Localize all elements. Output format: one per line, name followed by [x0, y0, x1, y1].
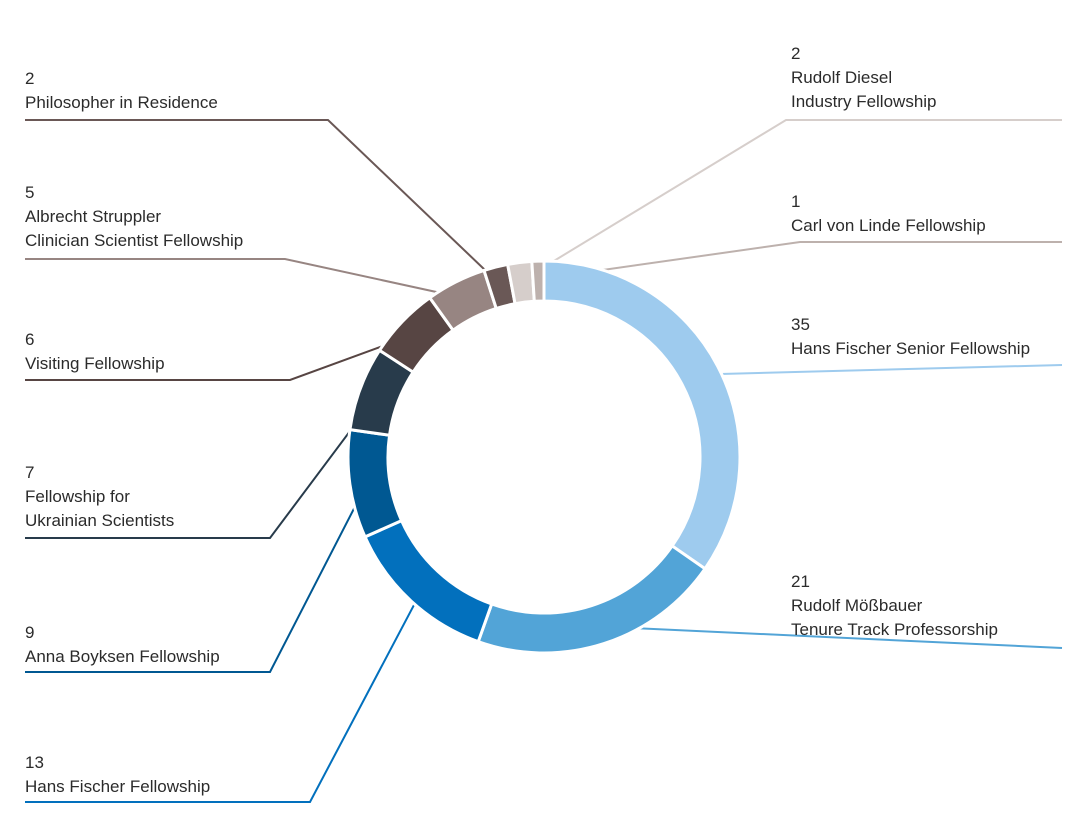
slice-name-label: Hans Fischer Fellowship	[25, 777, 210, 796]
leader-line	[598, 625, 1063, 649]
leader-line	[701, 364, 1063, 376]
leader-line	[25, 394, 379, 539]
slice-name-label: Fellowship for	[25, 487, 130, 506]
donut-slice	[530, 259, 546, 303]
slice-value-label: 13	[25, 753, 44, 772]
donut-slice	[542, 259, 742, 571]
donut-slice	[363, 519, 494, 644]
slice-value-label: 7	[25, 463, 34, 482]
slice-name-label: Rudolf Diesel	[791, 68, 892, 87]
slice-value-label: 9	[25, 623, 34, 642]
leader-line	[25, 119, 501, 286]
donut-slice	[476, 544, 707, 655]
slice-value-label: 5	[25, 183, 34, 202]
slice-name-label: Tenure Track Professorship	[791, 620, 998, 639]
leader-line	[521, 119, 1062, 282]
slice-name-label: Carl von Linde Fellowship	[791, 216, 986, 235]
slice-value-label: 6	[25, 330, 34, 349]
slice-name-label: Clinician Scientist Fellowship	[25, 231, 243, 250]
leader-line	[25, 258, 465, 300]
slice-name-label: Philosopher in Residence	[25, 93, 218, 112]
donut-slices	[346, 259, 742, 655]
slice-name-label: Ukrainian Scientists	[25, 511, 174, 530]
slice-name-label: Industry Fellowship	[791, 92, 937, 111]
leader-line	[25, 587, 425, 803]
slice-value-label: 2	[25, 69, 34, 88]
slice-value-label: 35	[791, 315, 810, 334]
leader-line	[25, 481, 369, 673]
slice-name-label: Visiting Fellowship	[25, 354, 165, 373]
leader-line	[538, 241, 1062, 281]
leader-lines	[25, 119, 1063, 803]
slice-value-label: 1	[791, 192, 800, 211]
slice-name-label: Hans Fischer Senior Fellowship	[791, 339, 1030, 358]
leader-line	[25, 333, 416, 381]
slice-value-label: 2	[791, 44, 800, 63]
slice-value-label: 21	[791, 572, 810, 591]
slice-name-label: Albrecht Struppler	[25, 207, 161, 226]
donut-slice	[346, 428, 404, 539]
slice-name-label: Anna Boyksen Fellowship	[25, 647, 220, 666]
slice-name-label: Rudolf Mößbauer	[791, 596, 923, 615]
